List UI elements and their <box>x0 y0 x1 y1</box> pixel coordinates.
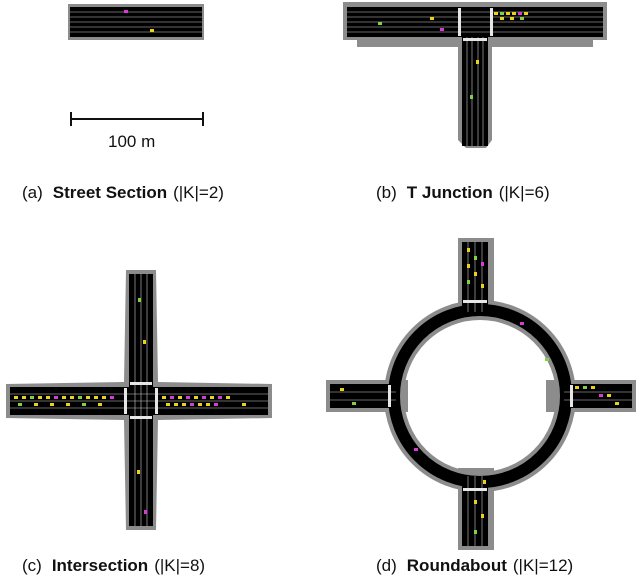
caption-letter: (d) <box>376 556 397 575</box>
t-junction-diagram <box>343 2 607 148</box>
scale-bar <box>70 112 204 126</box>
caption-intersection: (c) Intersection (|K|=8) <box>22 556 205 576</box>
roundabout-diagram <box>326 238 636 550</box>
roundabout-crosswalks <box>388 300 573 491</box>
caption-street-section: (a) Street Section (|K|=2) <box>22 183 224 203</box>
scale-bar-label: 100 m <box>108 132 156 151</box>
caption-name: Roundabout <box>406 556 507 575</box>
caption-count: (|K|=2) <box>173 183 224 202</box>
caption-name: Intersection <box>51 556 149 575</box>
caption-count: (|K|=8) <box>154 556 206 575</box>
caption-roundabout: (d) Roundabout (|K|=12) <box>376 556 573 576</box>
caption-letter: (a) <box>22 183 43 202</box>
vehicle <box>124 10 128 13</box>
intersection-crosswalks <box>124 382 158 419</box>
t-junction-vehicles <box>378 12 528 99</box>
street-lane-markings <box>70 11 202 33</box>
caption-t-junction: (b) T Junction (|K|=6) <box>376 183 550 203</box>
intersection-diagram <box>6 270 272 530</box>
intersection-lane-markings <box>10 274 268 526</box>
caption-letter: (b) <box>376 183 397 202</box>
caption-letter: (c) <box>22 556 42 575</box>
caption-name: T Junction <box>406 183 493 202</box>
t-junction-branch-road <box>462 37 488 146</box>
roundabout-ring-road <box>388 304 572 488</box>
t-junction-crosswalks <box>458 8 493 41</box>
intersection-vehicles <box>14 298 246 514</box>
caption-count: (|K|=12) <box>512 556 574 575</box>
roundabout-vehicles <box>340 248 619 534</box>
street-section-diagram <box>68 4 204 40</box>
t-junction-lane-markings <box>347 11 603 146</box>
caption-name: Street Section <box>52 183 168 202</box>
caption-count: (|K|=6) <box>498 183 550 202</box>
roundabout-lane-markings <box>330 242 632 546</box>
vehicle <box>150 29 154 32</box>
